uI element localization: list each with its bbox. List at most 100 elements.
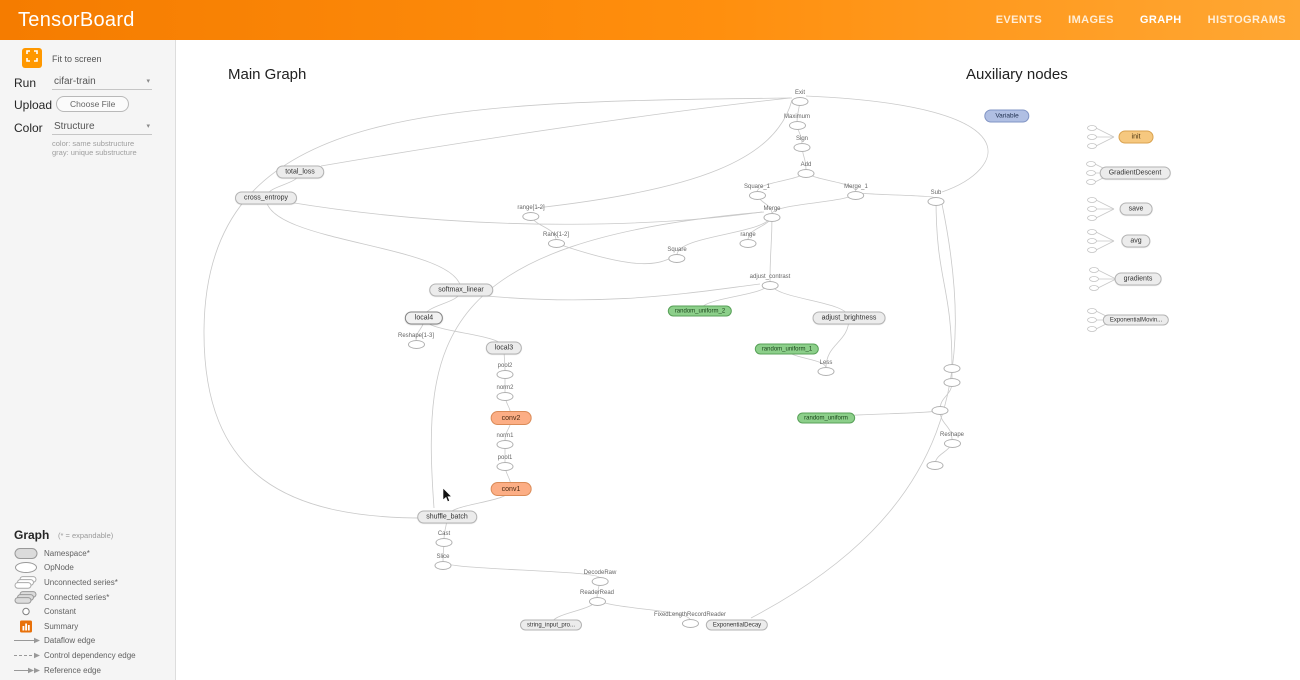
graph-node-pool1[interactable]: pool1 <box>497 455 514 471</box>
nav-graph[interactable]: GRAPH <box>1139 14 1182 26</box>
graph-node-square_1[interactable]: Square_1 <box>744 184 770 200</box>
graph-node-aux_init[interactable]: init <box>1118 130 1154 144</box>
summary-icon <box>12 620 44 633</box>
legend-edge-control: Control dependency edge <box>0 648 176 663</box>
graph-node-readerread[interactable]: ReaderRead <box>580 590 614 606</box>
graph-node-aux_variable[interactable]: Variable <box>984 109 1030 123</box>
legend-summary: Summary <box>0 619 176 634</box>
legend-label: Unconnected series* <box>44 577 118 587</box>
graph-node-range[interactable]: range <box>740 232 757 248</box>
namespace-icon <box>12 547 44 560</box>
sidebar: Fit to screen Run cifar-train ▾ Upload C… <box>0 40 176 680</box>
top-nav: EVENTS IMAGES GRAPH HISTOGRAMS <box>996 0 1286 40</box>
graph-node-norm1[interactable]: norm1 <box>496 433 513 449</box>
legend-opnode: OpNode <box>0 561 176 576</box>
chevron-down-icon: ▾ <box>146 78 150 85</box>
legend-subtitle: (* = expandable) <box>58 531 114 540</box>
graph-node-string_input[interactable]: string_input_pro... <box>519 619 583 631</box>
upload-label: Upload <box>14 98 53 112</box>
series-connected-icon <box>12 590 44 604</box>
main-graph-title: Main Graph <box>228 66 307 83</box>
mouse-cursor <box>442 487 454 509</box>
legend-series-unconnected: Unconnected series* <box>0 575 176 590</box>
graph-node-random_uniform[interactable]: random_uniform <box>797 412 855 424</box>
legend-label: Control dependency edge <box>44 650 136 660</box>
graph-node-adjust_brightness[interactable]: adjust_brightness <box>812 311 886 325</box>
graph-node-total_loss[interactable]: total_loss <box>276 165 324 179</box>
graph-node-aux_gradients[interactable]: gradients <box>1114 272 1162 286</box>
legend-label: Dataflow edge <box>44 636 96 646</box>
legend-title: Graph <box>14 528 50 542</box>
graph-node-slice[interactable]: Slice <box>435 554 452 570</box>
legend-label: OpNode <box>44 563 74 573</box>
graph-node-exp_decay[interactable]: ExponentialDecay <box>705 619 769 631</box>
graph-node-merge_1[interactable]: Merge_1 <box>844 184 868 200</box>
edge-reference-icon <box>12 664 44 677</box>
legend-label: Constant <box>44 607 77 617</box>
run-select-value: cifar-train <box>54 76 96 87</box>
nav-histograms[interactable]: HISTOGRAMS <box>1207 14 1286 26</box>
constant-icon <box>12 605 44 618</box>
graph-node-reshape13[interactable]: Reshape[1-3] <box>398 333 434 349</box>
legend-edge-dataflow: Dataflow edge <box>0 634 176 649</box>
graph-node-cross_entropy[interactable]: cross_entropy <box>235 191 297 205</box>
fit-to-screen-button[interactable] <box>22 48 42 68</box>
graph-node-cast[interactable]: Cast <box>436 531 453 547</box>
graph-node-conv1[interactable]: conv1 <box>490 482 532 496</box>
graph-node-norm2[interactable]: norm2 <box>496 385 513 401</box>
graph-node-aux_ema[interactable]: ExponentialMovin... <box>1102 314 1170 326</box>
graph-node-sign[interactable]: Sign <box>794 136 811 152</box>
graph-node-local3[interactable]: local3 <box>485 341 523 355</box>
graph-node-merge[interactable]: Merge <box>763 206 780 222</box>
graph-node-adjust_contrast[interactable]: adjust_contrast <box>750 274 791 290</box>
graph-node-aux_avg[interactable]: avg <box>1121 234 1151 248</box>
graph-node-pool2[interactable]: pool2 <box>497 363 514 379</box>
color-label: Color <box>14 121 43 135</box>
graph-node-add[interactable]: Add <box>798 162 815 178</box>
graph-node-conv2[interactable]: conv2 <box>490 411 532 425</box>
app-title: TensorBoard <box>18 8 135 31</box>
choose-file-button[interactable]: Choose File <box>56 96 130 112</box>
graph-node-random_uniform_1[interactable]: random_uniform_1 <box>754 343 820 355</box>
graph-node-op_r1[interactable] <box>944 363 961 373</box>
opnode-icon <box>12 561 44 574</box>
chevron-down-icon: ▾ <box>146 123 150 130</box>
graph-node-op_r5[interactable] <box>927 460 944 470</box>
graph-node-flrr[interactable]: FixedLengthRecordReader <box>654 612 726 628</box>
run-select[interactable]: cifar-train ▾ <box>52 75 152 90</box>
graph-node-local4[interactable]: local4 <box>404 311 444 325</box>
graph-node-random_uniform_2[interactable]: random_uniform_2 <box>667 305 733 317</box>
graph-node-aux_save[interactable]: save <box>1119 202 1153 216</box>
graph-node-decoderaw[interactable]: DecodeRaw <box>584 570 617 586</box>
legend-edge-reference: Reference edge <box>0 663 176 678</box>
graph-node-sub[interactable]: Sub <box>928 190 945 206</box>
legend-label: Namespace* <box>44 548 90 558</box>
graph-node-op_r4[interactable]: Reshape <box>940 432 964 448</box>
graph-node-softmax_linear[interactable]: softmax_linear <box>429 283 493 297</box>
graph-node-shuffle_batch[interactable]: shuffle_batch <box>417 510 477 524</box>
graph-node-aux_gradientdescent[interactable]: GradientDescent <box>1099 166 1171 180</box>
graph-node-square[interactable]: Square <box>667 247 686 263</box>
nav-images[interactable]: IMAGES <box>1068 14 1114 26</box>
auxiliary-nodes-title: Auxiliary nodes <box>966 66 1068 83</box>
color-hint-2: gray: unique substructure <box>52 148 137 157</box>
graph-node-less[interactable]: Less <box>818 360 835 376</box>
fit-to-screen-label: Fit to screen <box>52 54 102 64</box>
graph-node-exit[interactable]: Exit <box>792 90 809 106</box>
graph-node-range12[interactable]: range[1-2] <box>517 205 544 221</box>
legend-label: Reference edge <box>44 665 101 675</box>
nav-events[interactable]: EVENTS <box>995 14 1043 26</box>
color-select[interactable]: Structure ▾ <box>52 120 152 135</box>
legend-constant: Constant <box>0 604 176 619</box>
graph-node-op_r3[interactable] <box>932 405 949 415</box>
edge-dataflow-icon <box>12 634 44 647</box>
legend-series-connected: Connected series* <box>0 590 176 605</box>
fit-to-screen-icon <box>26 49 38 67</box>
graph-node-rank12[interactable]: Rank[1-2] <box>543 232 569 248</box>
color-select-value: Structure <box>54 121 95 132</box>
legend-label: Connected series* <box>44 592 110 602</box>
graph-node-maximum[interactable]: Maximum <box>784 114 810 130</box>
color-hint-1: color: same substructure <box>52 139 135 148</box>
legend-namespace: Namespace* <box>0 546 176 561</box>
graph-node-op_r2[interactable] <box>944 377 961 387</box>
